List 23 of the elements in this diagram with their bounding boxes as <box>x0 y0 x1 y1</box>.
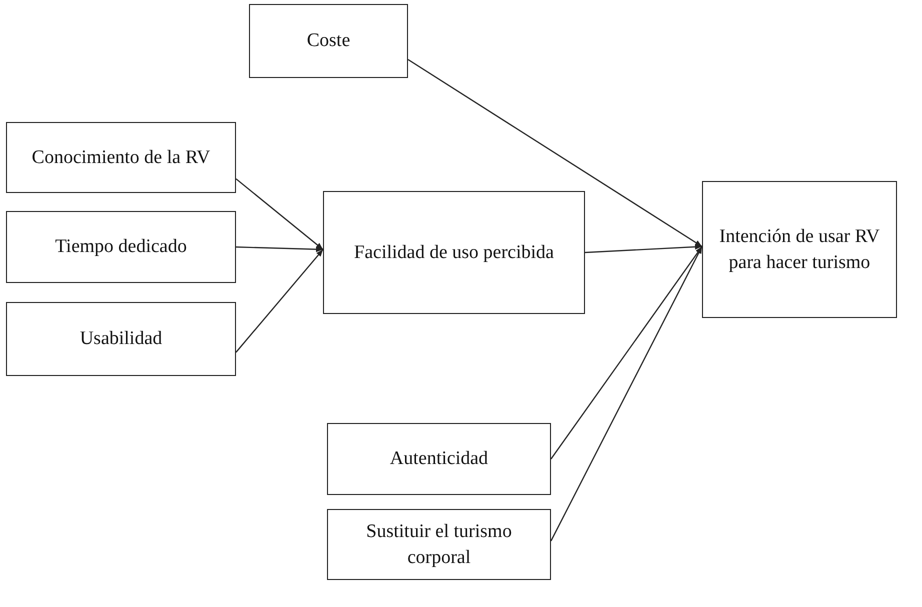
arrow <box>584 244 702 254</box>
box-label: Intención de usar RV para hacer turismo <box>718 224 881 274</box>
concept-box <box>249 4 408 78</box>
box-label: Coste <box>306 29 350 54</box>
box-label: Usabilidad <box>80 327 162 352</box>
concept-box <box>702 181 897 318</box>
concept-box <box>6 122 236 193</box>
arrow <box>236 249 324 353</box>
box-label: Autenticidad <box>390 447 488 472</box>
box-label: Tiempo dedicado <box>55 235 187 260</box>
arrow <box>236 178 324 250</box>
box-label: Facilidad de uso percibida <box>354 240 554 265</box>
box-label: Conocimiento de la RV <box>32 146 210 170</box>
concept-box <box>6 302 236 376</box>
arrow <box>550 246 702 460</box>
arrow <box>408 59 702 247</box>
arrow <box>236 246 324 252</box>
concept-box <box>327 423 551 495</box>
concept-box <box>327 509 551 580</box>
arrow <box>550 246 703 542</box>
concept-box <box>6 211 236 283</box>
concept-box <box>323 191 585 314</box>
box-label: Sustituir el turismo corporal <box>365 520 513 570</box>
